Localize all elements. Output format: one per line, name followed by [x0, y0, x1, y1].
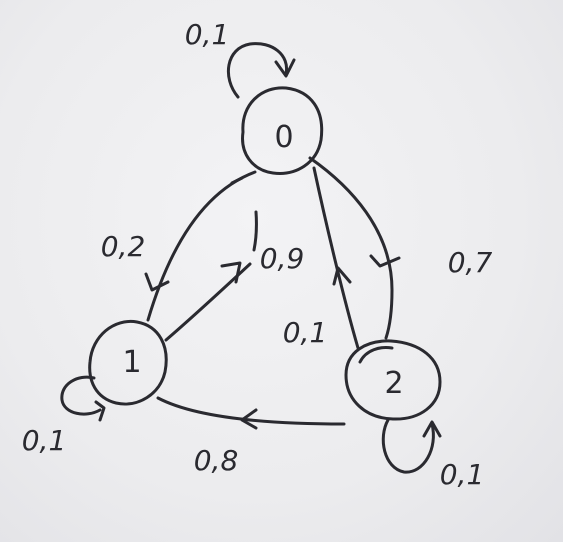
edge-1-to-0-label: 0,9	[260, 242, 305, 275]
edge-0-to-2-tick	[369, 254, 401, 268]
state-2-label: 2	[384, 366, 403, 401]
state-0-label: 0	[274, 120, 293, 155]
state-2-inner-stroke	[358, 346, 394, 364]
edge-2-to-1: 0,8	[156, 396, 346, 477]
state-1-circle	[88, 319, 168, 406]
edge-0-to-1-arrowhead	[144, 272, 170, 292]
edge-2-to-2: 0,1	[381, 418, 485, 491]
state-2: 2	[344, 339, 442, 421]
edge-1-to-1-loop	[60, 375, 102, 416]
edge-2-to-0-label: 0,1	[283, 316, 328, 349]
edge-2-to-2-loop	[381, 418, 435, 474]
edge-0-to-1-label: 0,2	[101, 230, 146, 263]
state-0-circle	[241, 86, 324, 175]
edge-0-to-0-loop	[227, 42, 289, 99]
edge-2-to-0: 0,1	[283, 166, 360, 350]
edge-2-to-0-arrowhead	[332, 266, 352, 286]
state-1: 1	[88, 319, 168, 406]
edge-1-to-1-arrowhead	[94, 400, 106, 422]
edge-0-to-1: 0,2	[101, 170, 257, 322]
edge-0-to-2-curve	[308, 156, 394, 340]
edge-2-to-0-line	[312, 166, 360, 350]
edge-0-to-0: 0,1	[185, 18, 296, 99]
edge-0-to-0-label: 0,1	[185, 18, 230, 51]
edge-1-to-1-label: 0,1	[22, 424, 67, 457]
state-0: 0	[241, 86, 324, 175]
edge-1-to-0-stub	[252, 210, 258, 252]
edge-0-to-1-tick	[230, 176, 244, 185]
edge-1-to-0: 0,9	[164, 210, 305, 342]
state-2-circle	[344, 339, 442, 421]
edge-1-to-1: 0,1	[22, 375, 106, 457]
edge-2-to-2-label: 0,1	[440, 458, 485, 491]
state-1-label: 1	[122, 345, 141, 380]
edge-2-to-1-label: 0,8	[194, 444, 239, 477]
edge-0-to-2-label: 0,7	[448, 246, 493, 279]
edge-2-to-1-arrowhead	[240, 408, 258, 430]
edge-2-to-2-arrowhead	[422, 420, 442, 438]
edge-0-to-0-arrowhead	[274, 58, 296, 78]
edge-0-to-1-curve	[146, 170, 257, 322]
edge-1-to-0-line	[164, 262, 252, 342]
edge-1-to-0-arrowhead	[220, 261, 242, 284]
edge-2-to-1-curve	[156, 396, 346, 426]
edge-0-to-2: 0,7	[308, 156, 493, 340]
